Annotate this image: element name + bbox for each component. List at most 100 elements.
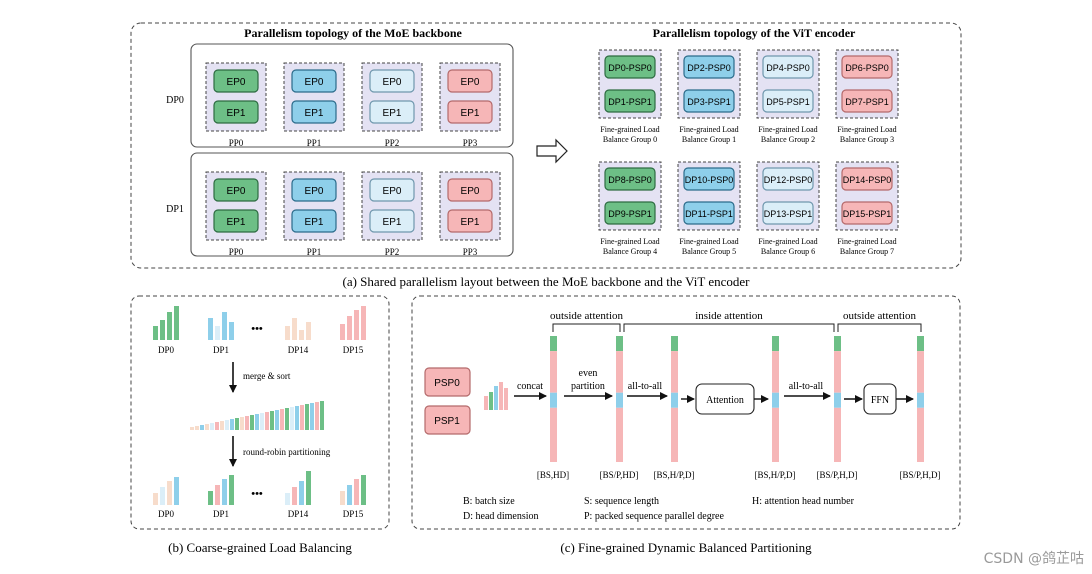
ep-label: EP0 xyxy=(383,77,402,88)
ep-box xyxy=(369,69,415,93)
group-caption: Balance Group 7 xyxy=(840,247,894,256)
dp-bar xyxy=(167,312,172,340)
dp-psp-label: DP4-PSP0 xyxy=(766,63,810,73)
merged-bar xyxy=(280,409,284,430)
caption-c: (c) Fine-grained Dynamic Balanced Partit… xyxy=(560,540,812,555)
panel-a-frame xyxy=(130,22,962,269)
ep-label: EP0 xyxy=(227,77,246,88)
dp-psp-box xyxy=(683,55,735,79)
dp-bar xyxy=(215,326,220,340)
merged-bar xyxy=(285,408,289,430)
dp-psp-label: DP5-PSP1 xyxy=(766,97,810,107)
tensor-bar xyxy=(917,336,924,352)
dp-psp-label: DP14-PSP0 xyxy=(843,175,892,185)
ep-box xyxy=(213,100,259,124)
psp-label: PSP1 xyxy=(434,416,460,427)
psp-box xyxy=(424,367,471,397)
ep-box xyxy=(213,209,259,233)
pp-label: PP0 xyxy=(229,138,244,148)
inside-attention-label: inside attention xyxy=(695,310,763,322)
dp-bar xyxy=(340,324,345,340)
ep-label: EP1 xyxy=(383,217,402,228)
caption-b: (b) Coarse-grained Load Balancing xyxy=(168,540,352,555)
group-caption: Balance Group 6 xyxy=(761,247,815,256)
dp-label: DP14 xyxy=(288,345,309,355)
ep-label: EP1 xyxy=(305,217,324,228)
all-to-all-label: all-to-all xyxy=(789,381,824,392)
tensor-bar xyxy=(772,351,779,393)
dp-bar xyxy=(306,322,311,340)
merged-bar xyxy=(245,416,249,430)
dp-bar xyxy=(340,491,345,505)
inside-attention-bracket xyxy=(623,323,835,332)
partition-label: partition xyxy=(571,381,605,392)
dp-psp-box xyxy=(762,201,814,225)
group-caption: Fine-grained Load xyxy=(837,237,896,246)
merged-bar xyxy=(195,426,199,430)
dp-label: DP0 xyxy=(158,509,175,519)
shape-label: [BS,H/P,D] xyxy=(754,470,795,480)
dp-psp-label: DP10-PSP0 xyxy=(685,175,734,185)
group-caption: Balance Group 5 xyxy=(682,247,736,256)
group-caption: Fine-grained Load xyxy=(837,125,896,134)
dp-bar xyxy=(347,316,352,340)
merged-bar xyxy=(235,418,239,430)
dp-label: DP15 xyxy=(343,509,364,519)
group-caption: Balance Group 2 xyxy=(761,135,815,144)
dp-psp-box xyxy=(604,89,656,113)
dp-psp-label: DP3-PSP1 xyxy=(687,97,731,107)
merged-bar xyxy=(305,404,309,430)
dp-bar xyxy=(174,306,179,340)
ep-box xyxy=(447,69,493,93)
merged-bar xyxy=(250,415,254,430)
even-label: even xyxy=(579,368,598,379)
dp-bar xyxy=(174,477,179,505)
tensor-bar xyxy=(772,407,779,462)
merged-bar xyxy=(230,419,234,430)
pp-label: PP3 xyxy=(463,247,478,257)
shape-label: [BS/P,H,D] xyxy=(899,470,940,480)
dp-psp-box xyxy=(604,201,656,225)
dp-bar xyxy=(229,322,234,340)
merged-bar xyxy=(220,421,224,430)
ep-label: EP1 xyxy=(227,217,246,228)
dp-bar xyxy=(361,306,366,340)
pp-label: PP2 xyxy=(385,138,400,148)
dp-psp-label: DP8-PSP0 xyxy=(608,175,652,185)
group-caption: Fine-grained Load xyxy=(758,237,817,246)
tensor-bar xyxy=(671,351,678,393)
round-robin-label: round-robin partitioning xyxy=(243,447,331,457)
ep-label: EP0 xyxy=(305,186,324,197)
tensor-bar xyxy=(550,392,557,408)
merged-bar xyxy=(205,424,209,430)
shape-label: [BS/P,HD] xyxy=(600,470,639,480)
dp-bar xyxy=(299,481,304,505)
ep-box xyxy=(447,100,493,124)
dp-bar xyxy=(160,487,165,505)
dp-psp-box xyxy=(841,55,893,79)
legend-item: S: sequence length xyxy=(584,496,659,507)
group-caption: Balance Group 1 xyxy=(682,135,736,144)
tensor-bar xyxy=(772,336,779,352)
dp-psp-label: DP13-PSP1 xyxy=(764,209,813,219)
ep-label: EP0 xyxy=(461,186,480,197)
tensor-bar xyxy=(550,351,557,393)
seq-bar xyxy=(484,396,488,410)
tensor-bar xyxy=(671,336,678,352)
dp-psp-label: DP6-PSP0 xyxy=(845,63,889,73)
shape-label: [BS,HD] xyxy=(537,470,569,480)
tensor-bar xyxy=(917,351,924,393)
tensor-bar xyxy=(671,392,678,408)
dp-psp-box xyxy=(762,55,814,79)
ep-box xyxy=(213,69,259,93)
ep-label: EP1 xyxy=(227,108,246,119)
dp-label: DP1 xyxy=(213,509,229,519)
watermark: CSDN @鸽芷咕 xyxy=(983,551,1084,567)
ep-label: EP1 xyxy=(461,217,480,228)
hollow-arrow-icon xyxy=(536,138,568,164)
ep-box xyxy=(291,100,337,124)
merged-bar xyxy=(300,405,304,430)
tensor-bar xyxy=(772,392,779,408)
attention-label: Attention xyxy=(706,395,744,406)
